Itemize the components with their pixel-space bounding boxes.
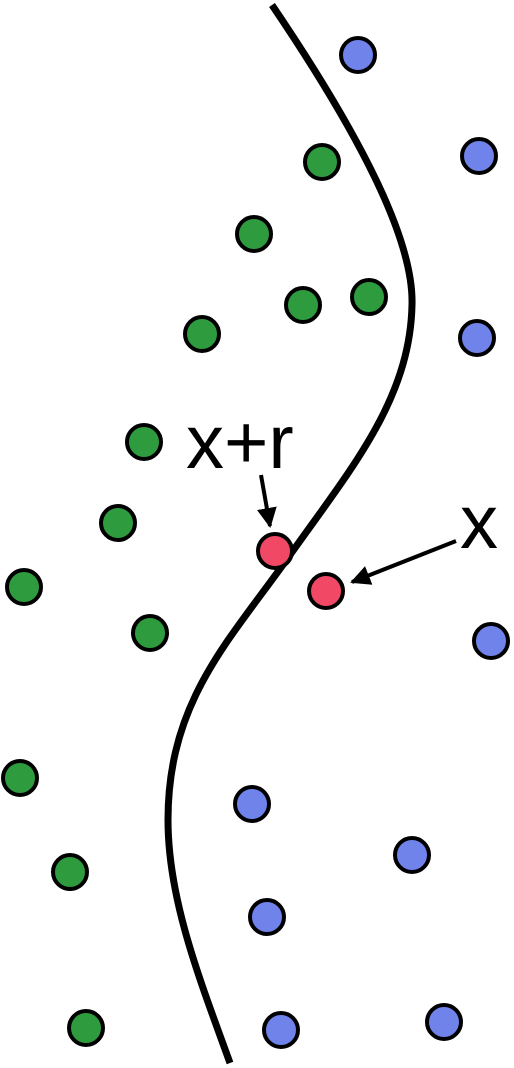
class-a-point <box>303 143 341 181</box>
class-a-point <box>67 1009 105 1047</box>
class-a-point <box>51 853 89 891</box>
class-a-point <box>5 568 43 606</box>
class-a-point <box>183 315 221 353</box>
class-a-point <box>125 423 163 461</box>
class-b-point <box>233 785 271 823</box>
class-b-points <box>233 36 510 1049</box>
perturbed-label: x+r <box>186 400 294 485</box>
class-b-point <box>248 898 286 936</box>
class-a-point <box>99 504 137 542</box>
class-b-point <box>393 836 431 874</box>
class-b-point <box>472 622 510 660</box>
class-a-point <box>284 286 322 324</box>
original-arrow <box>350 539 457 585</box>
class-b-point <box>460 137 498 175</box>
original-label: x <box>460 480 498 565</box>
class-b-point <box>339 36 377 74</box>
decision-boundary-curve <box>164 3 416 1065</box>
class-a-point <box>1 759 39 797</box>
class-b-point <box>458 319 496 357</box>
class-a-point <box>235 215 273 253</box>
class-a-point <box>350 278 388 316</box>
class-b-point <box>425 1003 463 1041</box>
original-sample-point <box>307 572 345 610</box>
perturbed-sample-point <box>256 532 294 570</box>
sample-points <box>256 532 345 610</box>
class-a-points <box>1 143 388 1047</box>
class-a-point <box>131 614 169 652</box>
perturbed-arrow <box>257 474 277 528</box>
class-b-point <box>262 1011 300 1049</box>
